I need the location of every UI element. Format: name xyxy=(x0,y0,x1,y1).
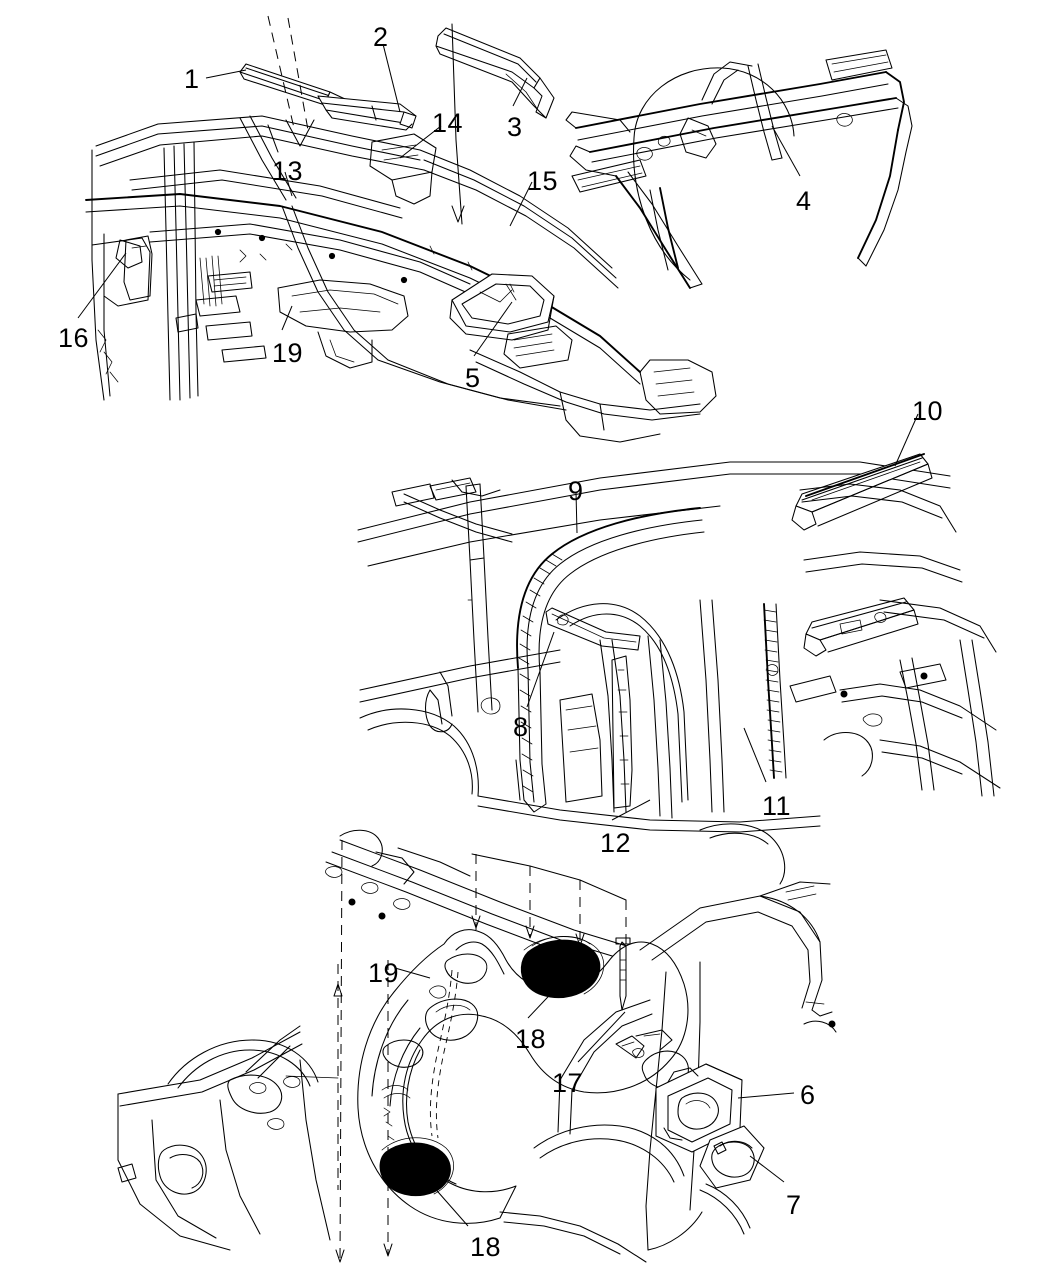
callout-number-15: 15 xyxy=(527,166,559,196)
callout-number-10: 10 xyxy=(912,396,944,426)
part-7-cap xyxy=(699,1125,765,1189)
guide-connector-top xyxy=(471,853,627,901)
part-2-header-trim xyxy=(317,95,417,131)
guide-arrow-b6 xyxy=(333,983,343,997)
part-18-speaker-lower xyxy=(379,1137,454,1196)
callout-number-7: 7 xyxy=(786,1190,802,1220)
callout-number-6: 6 xyxy=(800,1080,816,1110)
guide-arrow-b5 xyxy=(383,1243,393,1257)
callout-number-19: 19 xyxy=(368,958,400,988)
callout-number-16: 16 xyxy=(58,323,90,353)
part-3-side-rail-strip xyxy=(435,27,555,119)
part-9-weatherstrip xyxy=(516,507,705,813)
leader-line-18 xyxy=(423,1175,469,1227)
leader-line-2 xyxy=(382,43,401,113)
callout-number-3: 3 xyxy=(507,112,523,142)
guide-arrow-1 xyxy=(285,119,315,147)
leader-line-7 xyxy=(749,1155,785,1183)
part-14-latch-bracket xyxy=(369,133,437,205)
callout-number-5: 5 xyxy=(465,363,481,393)
guide-arrow-b2 xyxy=(525,925,535,939)
part-5-rear-bracket xyxy=(449,273,555,341)
callout-number-18: 18 xyxy=(470,1232,502,1262)
vehicle-roof-body-tl xyxy=(85,115,717,443)
callout-number-11: 11 xyxy=(762,791,792,821)
part-16-bracket xyxy=(123,235,153,301)
part-15-connector xyxy=(503,325,573,369)
guide-arrow-14 xyxy=(451,205,465,223)
guide-line-14 xyxy=(451,23,463,225)
part-19-headliner-trim xyxy=(357,929,689,1224)
leader-line-9 xyxy=(575,491,578,534)
leader-line-4 xyxy=(771,125,801,177)
part-1-roof-bow-right xyxy=(803,597,919,657)
guide-tick-left xyxy=(285,1075,339,1079)
callout-number-8: 8 xyxy=(513,712,529,742)
callout-leader-lines xyxy=(77,43,919,1227)
leader-line-6 xyxy=(737,1092,795,1099)
group-headliner-quarter-trim xyxy=(117,829,837,1263)
leader-line-19 xyxy=(394,967,431,979)
b-pillar-trim-right xyxy=(499,895,837,1263)
callout-number-12: 12 xyxy=(600,828,632,858)
callout-number-1: 1 xyxy=(184,64,200,94)
leader-line-14 xyxy=(399,125,442,159)
leader-line-18 xyxy=(527,981,563,1019)
guide-dash-1a xyxy=(267,15,295,129)
callout-number-19: 19 xyxy=(272,338,304,368)
group-b-pillar-weatherstrip xyxy=(357,453,1001,885)
part-8-trim-piece xyxy=(545,607,641,651)
leader-line-1 xyxy=(205,69,247,79)
leader-line-11 xyxy=(743,727,767,783)
leader-line-17 xyxy=(577,1011,626,1063)
callout-number-17: 17 xyxy=(552,1068,584,1098)
callout-number-18: 18 xyxy=(515,1024,547,1054)
leader-line-3 xyxy=(512,77,528,107)
part-12-inner-panel xyxy=(559,655,633,809)
callout-number-2: 2 xyxy=(373,22,389,52)
leader-line-19 xyxy=(281,305,293,331)
part-11-ribbed-seal xyxy=(763,603,787,779)
leader-line-15 xyxy=(509,181,533,227)
part-18-speaker-upper xyxy=(520,935,605,998)
callout-number-14: 14 xyxy=(432,108,464,138)
leader-line-10 xyxy=(894,413,919,467)
part-10-roof-rail-trim xyxy=(791,453,933,531)
group-roof-bow-assembly xyxy=(85,15,717,443)
leader-line-5 xyxy=(473,301,513,357)
callout-number-13: 13 xyxy=(272,156,304,186)
guide-arrow-b3 xyxy=(575,933,585,947)
detail-bubble-arc-2 xyxy=(633,137,691,281)
guide-dash-bottom-left xyxy=(339,839,343,1263)
leader-line-8 xyxy=(526,631,555,708)
guide-arrow-b1 xyxy=(471,915,481,929)
leader-line-16 xyxy=(77,252,127,319)
guide-arrow-b4 xyxy=(335,1249,345,1263)
callout-number-9: 9 xyxy=(568,476,584,506)
guide-dash-1b xyxy=(287,17,309,131)
group-part-4-roof-frame xyxy=(565,49,913,289)
leader-line-13 xyxy=(284,171,293,197)
leader-line-12 xyxy=(611,799,651,821)
callout-number-4: 4 xyxy=(796,186,812,216)
